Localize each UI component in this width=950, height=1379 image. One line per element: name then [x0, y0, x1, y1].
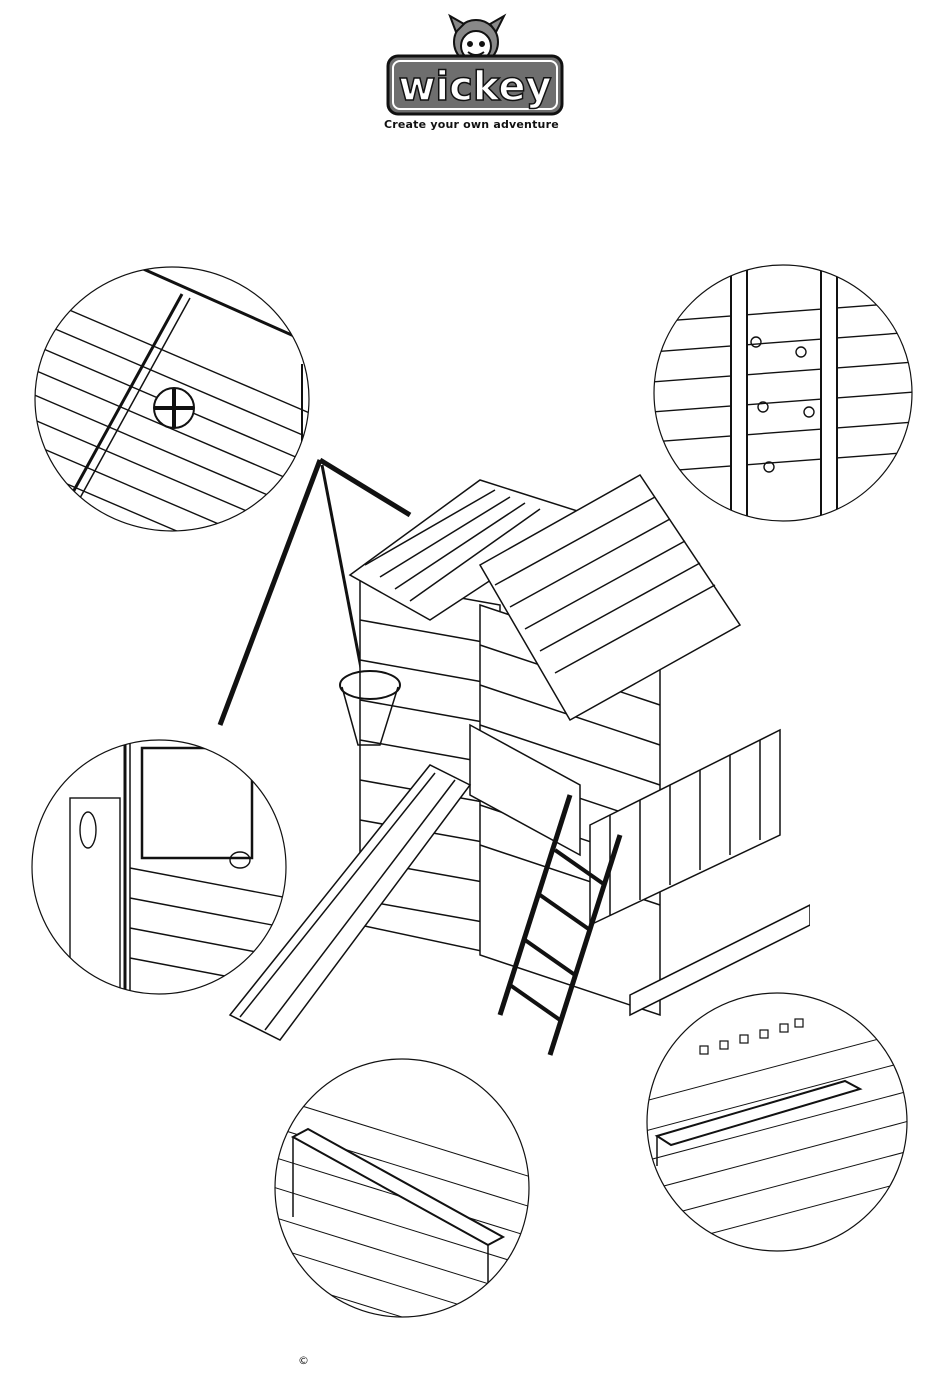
brand-name: wickey [398, 64, 551, 110]
bench-detail-right [645, 991, 909, 1253]
playhouse-illustration [210, 455, 810, 1065]
copyright-symbol: © [298, 1354, 309, 1367]
brand-tagline: Create your own adventure [384, 118, 574, 131]
bench-detail-left [273, 1057, 531, 1319]
